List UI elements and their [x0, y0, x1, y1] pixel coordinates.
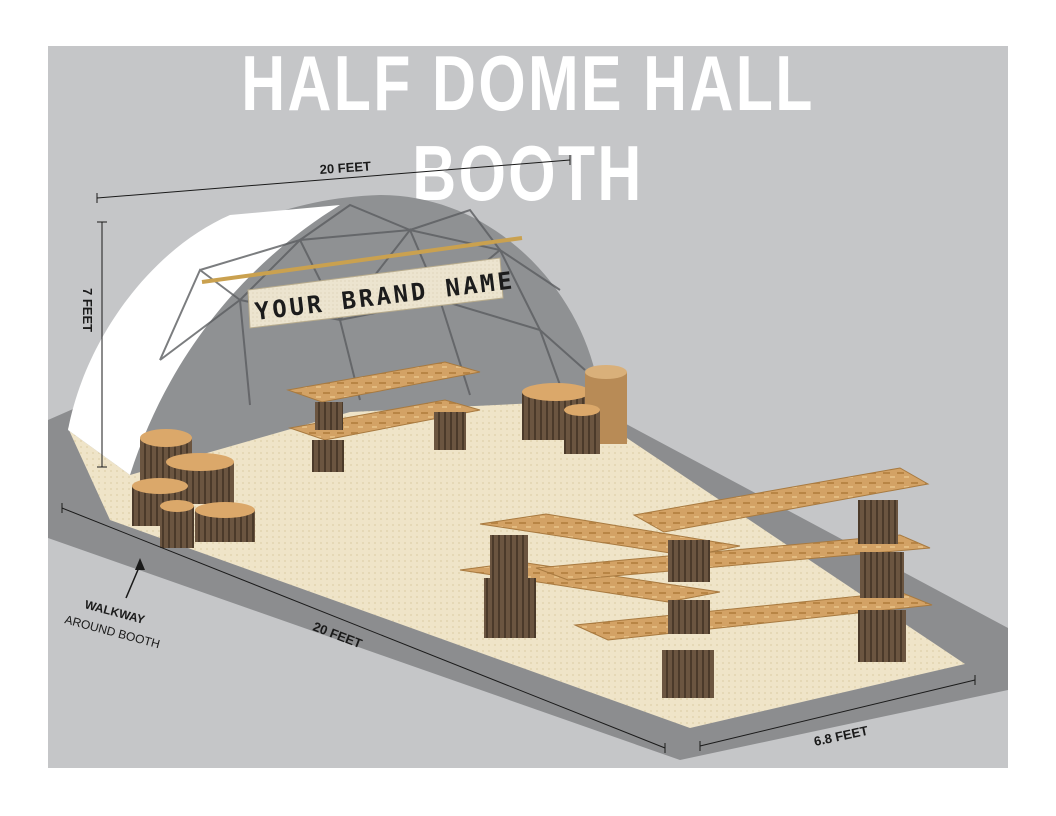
left-stump-cluster: [132, 429, 255, 548]
right-stump-cluster: [522, 365, 627, 454]
front-length-dimension-line: [61, 507, 666, 749]
depth-dimension-line: [699, 679, 976, 747]
front-tiered-tables: [459, 467, 933, 698]
top-width-dimension-line: [96, 159, 571, 199]
height-label: 7 FEET: [80, 288, 95, 332]
page-title: HALF DOME HALL BOOTH: [241, 39, 815, 217]
top-width-label: 20 FEET: [319, 158, 371, 177]
back-display-table: [286, 361, 481, 472]
banner-rope: [201, 236, 523, 284]
